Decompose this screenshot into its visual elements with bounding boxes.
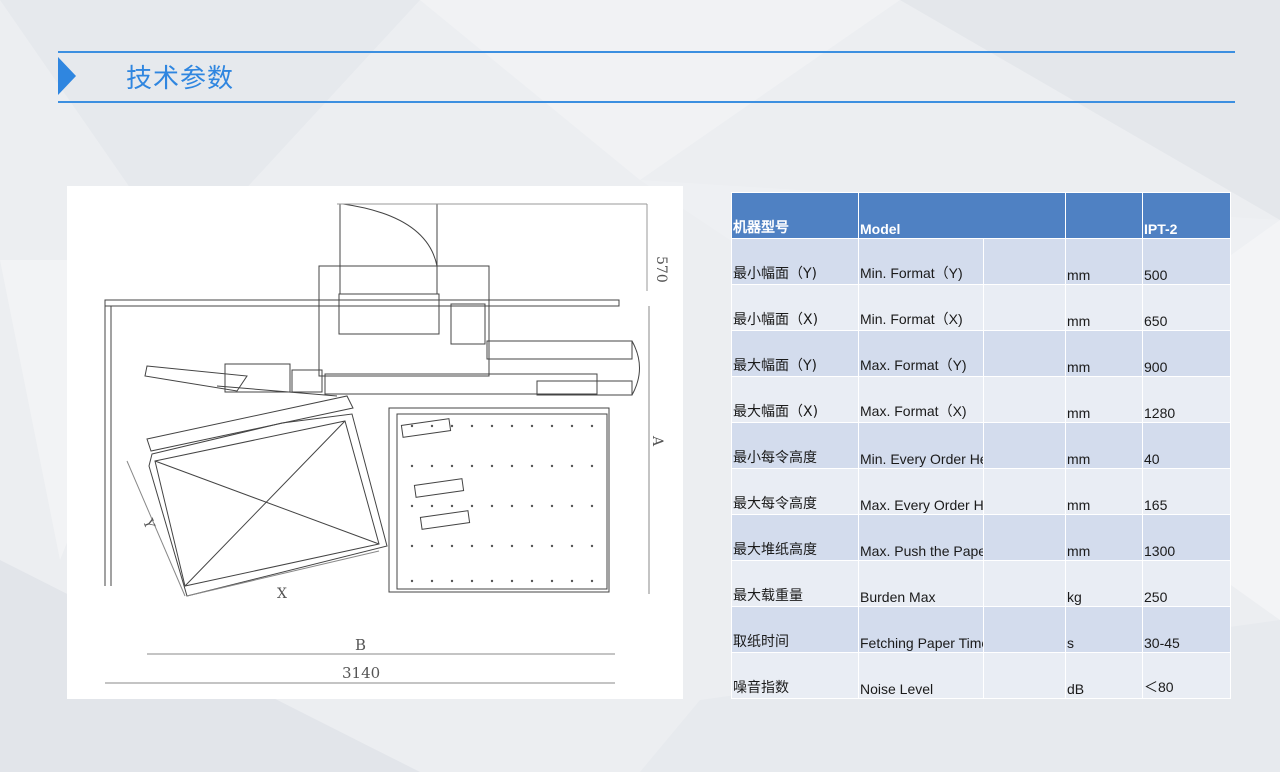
row-param-en: Max. Push the Paper Height xyxy=(858,514,984,561)
cable-chain xyxy=(486,340,633,360)
row-value: 40 xyxy=(1142,422,1232,469)
header-rule-top xyxy=(58,51,1235,53)
header-rule-bottom xyxy=(58,101,1235,103)
row-unit: mm xyxy=(1065,468,1144,515)
machine-layout-drawing: 570 A Y X B 3140 xyxy=(104,203,669,684)
row-unit: mm xyxy=(1065,376,1144,423)
dim-label-x: X xyxy=(277,586,287,602)
row-unit: mm xyxy=(1065,422,1144,469)
paper-stack-tilted xyxy=(148,413,388,597)
row-param-en: Max. Format（Y) xyxy=(858,330,984,377)
header-unit xyxy=(1065,192,1144,239)
dim-label-570: 570 xyxy=(653,256,669,283)
row-unit: s xyxy=(1065,606,1144,653)
row-value: 650 xyxy=(1142,284,1232,331)
carriage xyxy=(318,265,490,377)
row-param-cn: 最大堆纸高度 xyxy=(731,514,859,561)
header-arrow-icon xyxy=(58,57,76,95)
hood-box xyxy=(339,203,438,295)
row-value: ＜80 xyxy=(1142,652,1232,699)
row-param-en: Noise Level xyxy=(858,652,984,699)
row-param-cn: 噪音指数 xyxy=(731,652,859,699)
dim-label-y: Y xyxy=(139,516,158,532)
row-empty-cell xyxy=(982,284,1067,331)
row-unit: dB xyxy=(1065,652,1144,699)
row-empty-cell xyxy=(982,606,1067,653)
row-value: 500 xyxy=(1142,238,1232,285)
header-value: IPT-2 xyxy=(1142,192,1232,239)
row-param-en: Max. Every Order Height xyxy=(858,468,984,515)
row-param-en: Min. Format（Y) xyxy=(858,238,984,285)
row-value: 250 xyxy=(1142,560,1232,607)
row-param-en: Min. Every Order Height xyxy=(858,422,984,469)
row-unit: mm xyxy=(1065,330,1144,377)
row-unit: kg xyxy=(1065,560,1144,607)
header-param-cn: 机器型号 xyxy=(731,192,859,239)
row-param-cn: 最小幅面（X) xyxy=(731,284,859,331)
row-param-en: Burden Max xyxy=(858,560,984,607)
row-empty-cell xyxy=(982,514,1067,561)
row-param-en: Min. Format（X) xyxy=(858,284,984,331)
row-unit: mm xyxy=(1065,514,1144,561)
left-arm xyxy=(144,365,248,392)
row-unit: mm xyxy=(1065,284,1144,331)
base-plate xyxy=(324,373,598,395)
dim-label-a: A xyxy=(649,435,665,447)
header-param-en: Model xyxy=(857,192,1067,239)
row-param-cn: 最小幅面（Y) xyxy=(731,238,859,285)
row-param-cn: 取纸时间 xyxy=(731,606,859,653)
row-empty-cell xyxy=(982,330,1067,377)
row-empty-cell xyxy=(982,652,1067,699)
dim-label-3140: 3140 xyxy=(342,664,380,682)
perforated-table xyxy=(388,407,610,593)
table-holes xyxy=(410,424,594,583)
row-empty-cell xyxy=(982,468,1067,515)
table-header-row: 机器型号 Model IPT-2 xyxy=(731,192,1232,239)
row-param-cn: 最小每令高度 xyxy=(731,422,859,469)
row-value: 1280 xyxy=(1142,376,1232,423)
row-empty-cell xyxy=(982,376,1067,423)
row-value: 1300 xyxy=(1142,514,1232,561)
row-param-en: Fetching Paper Time xyxy=(858,606,984,653)
row-param-cn: 最大幅面（Y) xyxy=(731,330,859,377)
spec-table: 机器型号 Model IPT-2 最小幅面（Y)Min. Format（Y) mm… xyxy=(731,192,1232,699)
hood-arc xyxy=(342,203,438,267)
row-unit: mm xyxy=(1065,238,1144,285)
row-param-en: Max. Format（X) xyxy=(858,376,984,423)
row-param-cn: 最大载重量 xyxy=(731,560,859,607)
row-empty-cell xyxy=(982,560,1067,607)
dim-label-b: B xyxy=(355,636,366,654)
technical-drawing: 570 A Y X B 3140 xyxy=(67,186,683,699)
row-param-cn: 最大幅面（X) xyxy=(731,376,859,423)
row-value: 900 xyxy=(1142,330,1232,377)
row-param-cn: 最大每令高度 xyxy=(731,468,859,515)
row-empty-cell xyxy=(982,238,1067,285)
row-empty-cell xyxy=(982,422,1067,469)
row-value: 30-45 xyxy=(1142,606,1232,653)
page-title: 技术参数 xyxy=(126,64,235,94)
top-rail xyxy=(104,299,620,307)
row-value: 165 xyxy=(1142,468,1232,515)
